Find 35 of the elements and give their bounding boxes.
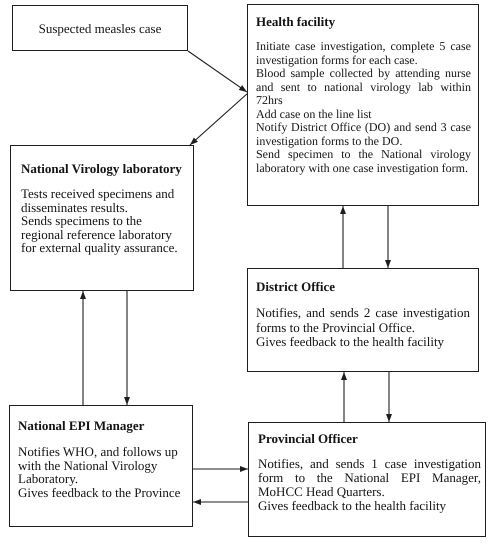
box-title: Health facility [256, 14, 336, 30]
box-text: Notify District Office (DO) and send 3 case investigation forms to the DO. [256, 121, 471, 148]
arrow [385, 206, 391, 268]
box-title: District Office [256, 279, 336, 295]
arrow [80, 291, 86, 405]
process-box [12, 5, 188, 51]
arrow [193, 466, 248, 472]
box-text: Notifies, and sends 2 case investigation forms to the Provincial Office. [256, 306, 470, 335]
arrow [340, 206, 346, 268]
process-box [10, 145, 194, 291]
arrow [386, 372, 392, 422]
box-text: Blood sample collected by attending nurse and sent to national virology lab within 72hrs [256, 67, 471, 108]
box-text: Add case on the line list [256, 108, 373, 121]
box-title: National Virology laboratory [21, 161, 183, 177]
box-text: Gives feedback to the health facility [256, 335, 446, 350]
arrow [124, 291, 130, 405]
box-text: Gives feedback to the health facility [258, 499, 448, 513]
box-text: Sends specimens to the regional reference laboratory for external quality assurance. [21, 214, 179, 254]
box-label: Suspected measles case [38, 20, 162, 36]
box-text: Send specimen to the National virology laboratory with one case investigation form. [256, 148, 471, 175]
process-box [247, 4, 479, 206]
arrow [341, 372, 347, 422]
process-box [9, 405, 193, 527]
box-title: Provincial Officer [258, 431, 359, 447]
process-box [248, 422, 486, 537]
arrow [193, 499, 248, 505]
box-text: Notifies, and sends 1 case investigation form to the National EPI Manager, MoHCC Head Quarters. [258, 457, 481, 499]
box-text: Tests received specimens and disseminates results. [21, 187, 176, 214]
arrow [190, 93, 248, 146]
arrow [188, 50, 248, 93]
box-text: Initiate case investigation, complete 5 case investigation forms for each case. [256, 40, 471, 67]
process-box [247, 268, 479, 372]
box-text: Gives feedback to the Province [18, 486, 182, 499]
box-text: Notifies WHO, and follows up with the National Virology Laboratory. [18, 445, 179, 486]
box-title: National EPI Manager [18, 418, 146, 434]
